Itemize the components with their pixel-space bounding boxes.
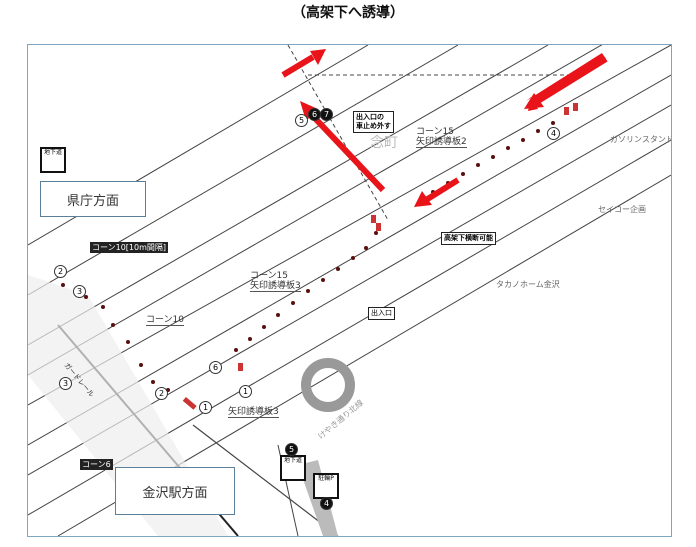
- marker-g2: 2: [155, 387, 168, 400]
- label-cone6: コーン6: [80, 459, 113, 470]
- underground-slope-icon-2: 地下道: [280, 455, 306, 481]
- marker-4: 4: [320, 497, 333, 510]
- marker-g6: 6: [209, 361, 222, 374]
- marker-p1: 1: [199, 401, 212, 414]
- marker-3: 3: [59, 377, 72, 390]
- marker-g5: 5: [295, 114, 308, 127]
- label-under-cross: 高架下横断可能: [441, 232, 496, 245]
- label-arrow-board2: 矢印誘導板2: [416, 137, 467, 148]
- map-drawing: [28, 45, 671, 536]
- marker-g3: 3: [73, 285, 86, 298]
- label-entrance: 出入口: [368, 307, 395, 320]
- label-arrow-board3-a: 矢印誘導板3: [250, 281, 301, 292]
- page-title: （高架下へ誘導）: [292, 5, 404, 21]
- direction-kencho: 県庁方面: [40, 181, 146, 217]
- label-takano-home: タカノホーム金沢: [496, 280, 560, 289]
- marker-5: 5: [285, 443, 298, 456]
- marker-g1: 1: [239, 385, 252, 398]
- underground-slope-icon: 地下道: [40, 147, 66, 173]
- label-town: 念町: [370, 135, 398, 151]
- label-cone10-gap: コーン10[10m間隔]: [90, 242, 168, 253]
- label-arrow-board3-b: 矢印誘導板3: [228, 407, 279, 418]
- cone-dots: [61, 121, 555, 392]
- map-frame: コーン15 矢印誘導板2 コーン15 矢印誘導板3 矢印誘導板3 コーン10[1…: [27, 44, 672, 537]
- label-exit-stop: 出入口の 車止め外す: [353, 111, 394, 133]
- arrow-boards: [182, 103, 578, 410]
- parking-icon: 駐輪P: [313, 473, 339, 499]
- label-cone15-a: コーン15: [416, 127, 455, 137]
- label-gas-station: ガソリンスタンド: [610, 135, 672, 144]
- label-seiko: セイコー企画: [598, 205, 646, 214]
- label-cone15-b: コーン15: [250, 271, 289, 281]
- label-cone10: コーン10: [146, 315, 185, 326]
- guide-arrows: [281, 49, 608, 207]
- marker-p2: 2: [54, 265, 67, 278]
- marker-7: 7: [320, 108, 333, 121]
- direction-kanazawa-station: 金沢駅方面: [115, 467, 235, 515]
- marker-g4: 4: [547, 127, 560, 140]
